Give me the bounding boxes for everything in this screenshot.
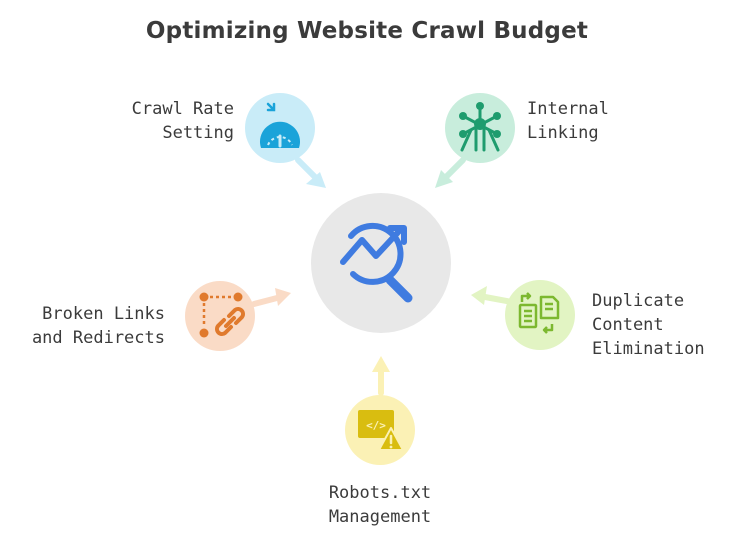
code-warning-icon: </> xyxy=(358,410,404,451)
gauge-icon xyxy=(260,102,301,148)
arrow-broken-links xyxy=(251,288,291,307)
node-internal-linking xyxy=(445,93,515,163)
arrow-internal-linking xyxy=(435,157,466,188)
arrow-duplicate-content xyxy=(471,286,515,305)
node-crawl-rate xyxy=(245,93,315,163)
node-broken-links xyxy=(185,281,255,351)
node-robots-txt: </> xyxy=(345,395,415,465)
arrow-robots-txt xyxy=(372,356,390,396)
arrow-crawl-rate xyxy=(295,157,326,188)
node-duplicate-content xyxy=(505,280,575,350)
label-crawl-rate: Crawl Rate Setting xyxy=(131,99,234,143)
link-nodes-icon xyxy=(199,292,245,338)
label-duplicate-content: Duplicate Content Elimination xyxy=(592,291,705,359)
label-robots-txt: Robots.txt Management xyxy=(328,483,432,527)
center-node xyxy=(311,193,451,333)
svg-text:</>: </> xyxy=(366,419,386,432)
diagram-title: Optimizing Website Crawl Budget xyxy=(145,18,589,44)
label-internal-linking: Internal Linking xyxy=(527,99,609,143)
network-icon xyxy=(459,102,501,152)
magnifier-trend-icon xyxy=(340,222,413,303)
label-broken-links: Broken Links and Redirects xyxy=(31,304,165,348)
documents-sync-icon xyxy=(518,292,560,334)
